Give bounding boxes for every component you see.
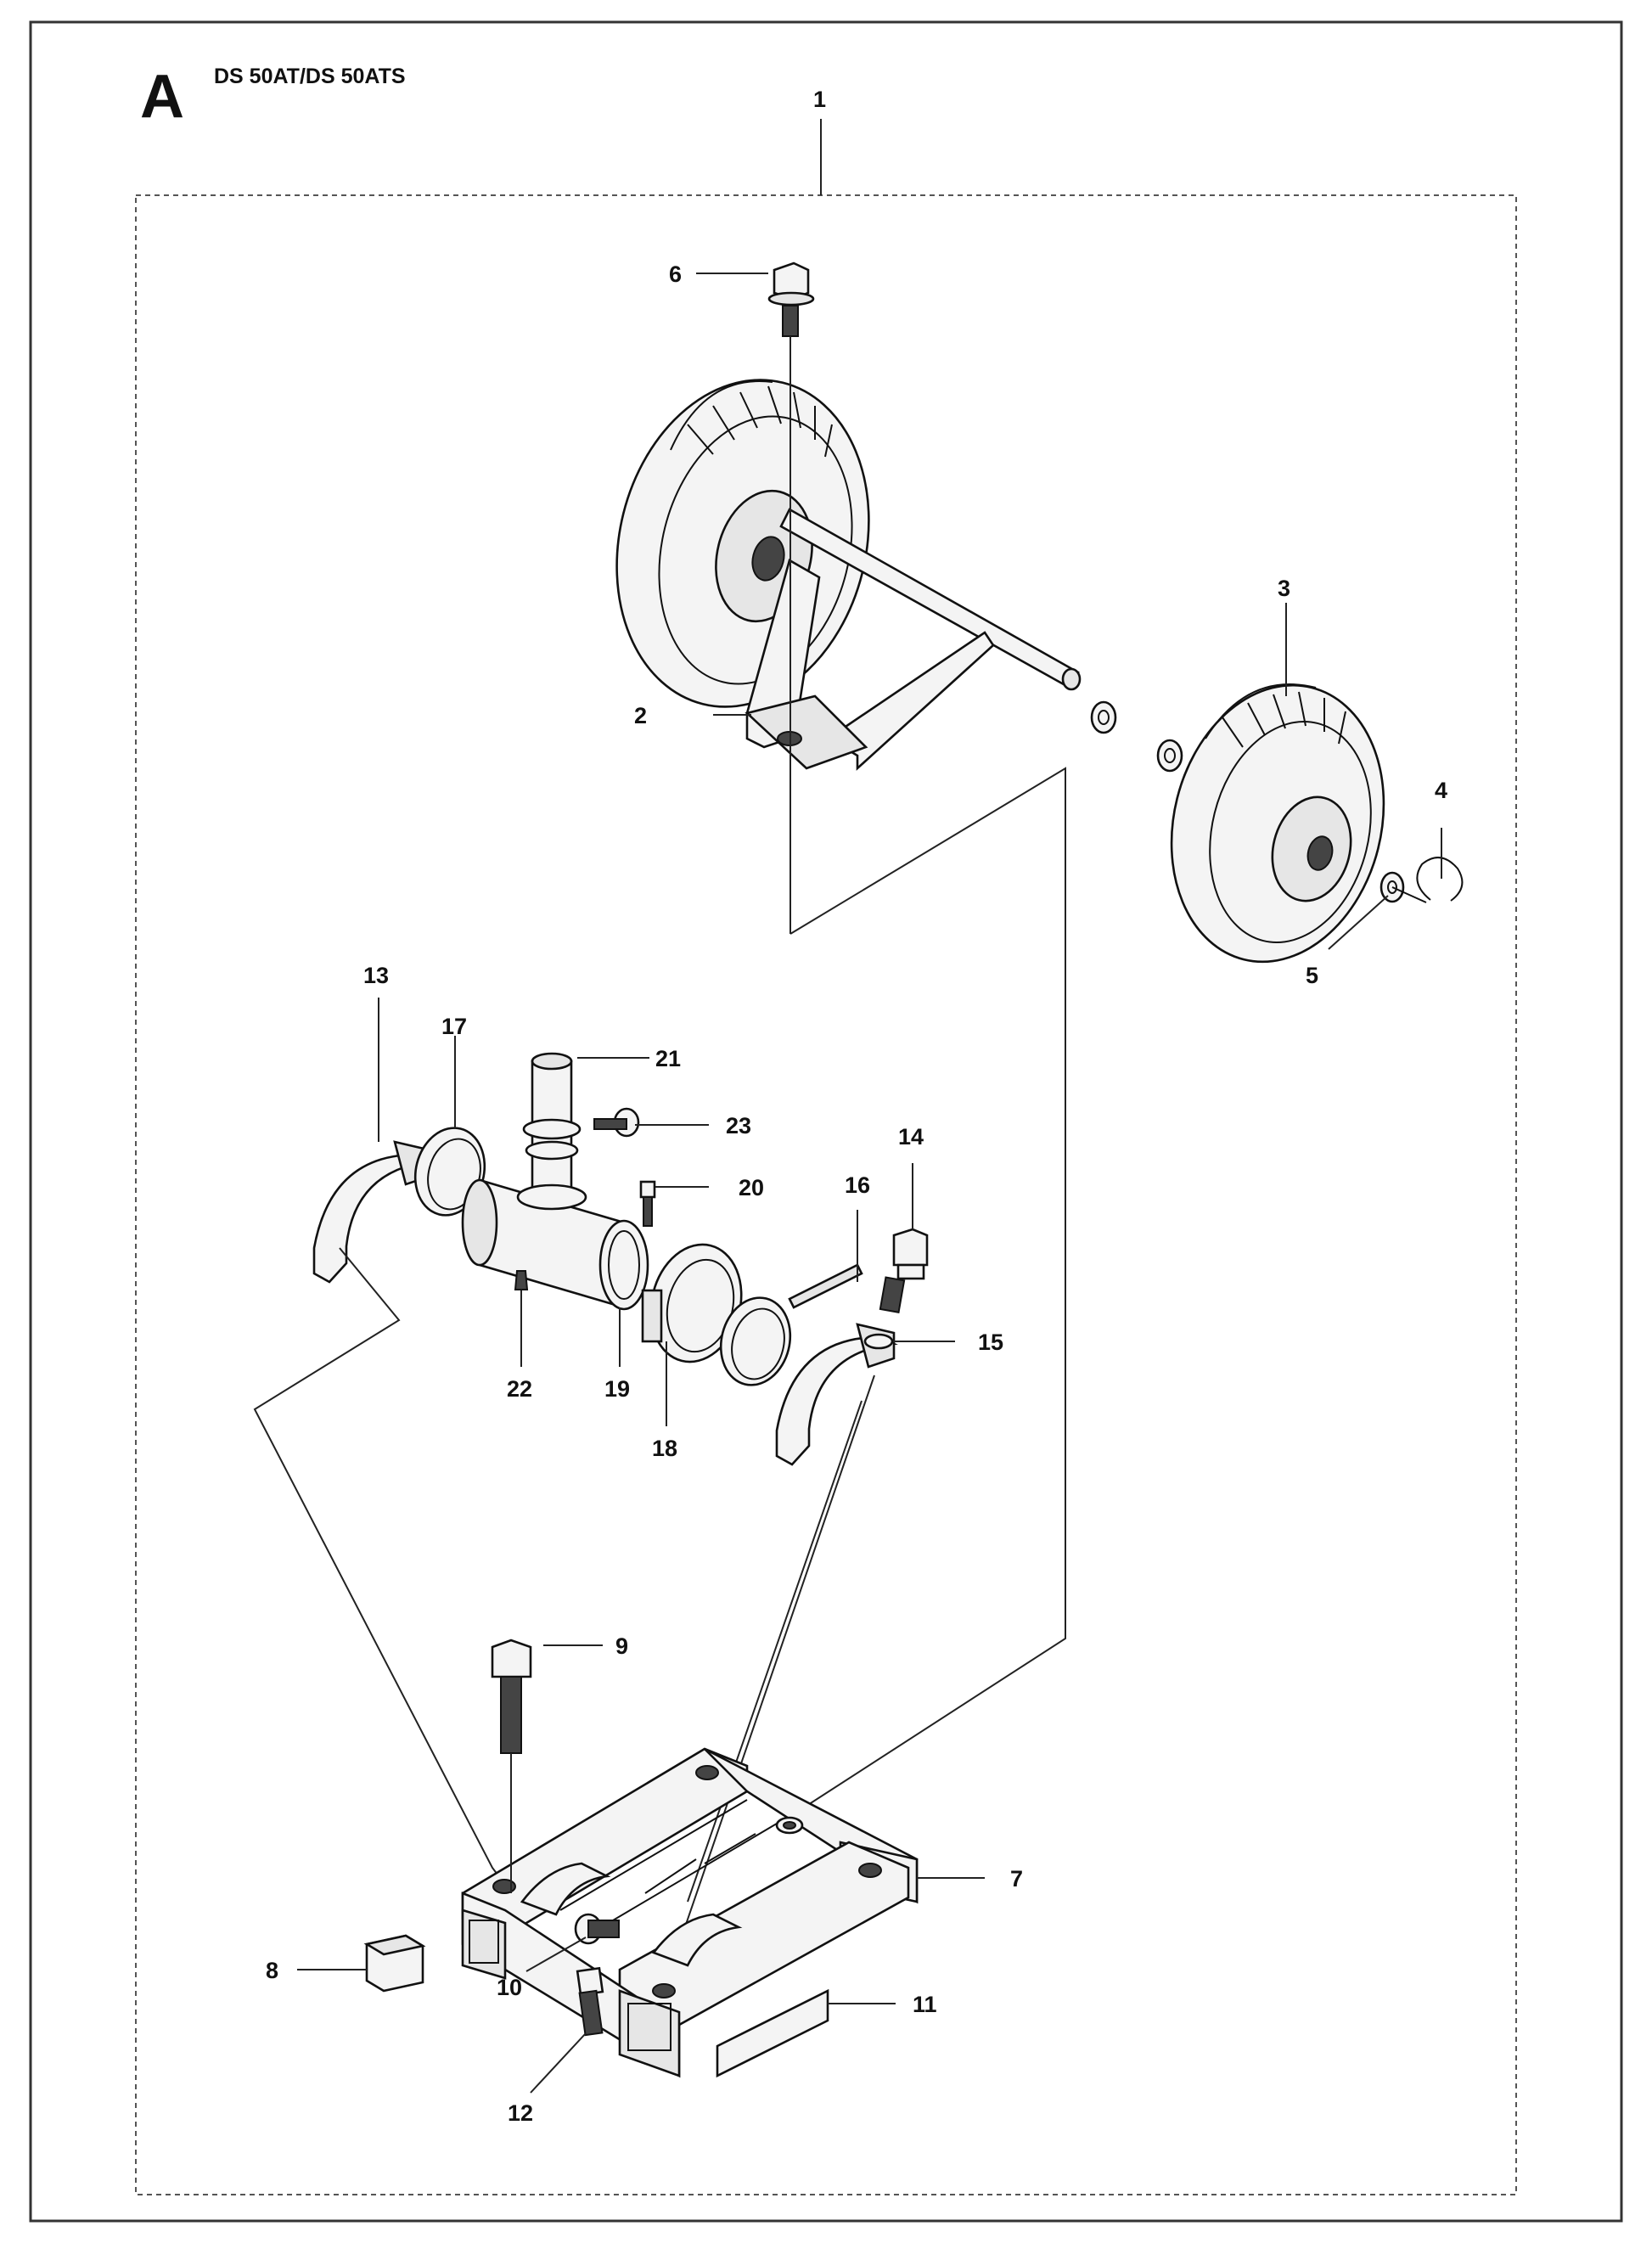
callout-22: 22 [507, 1376, 532, 1402]
bolt-12 [576, 1966, 604, 2037]
bolt-9 [491, 1639, 532, 1893]
callout-labels: 1 2 3 4 5 6 7 8 9 10 11 12 13 14 15 16 1… [266, 87, 1447, 2126]
axle-washer-2 [1156, 739, 1183, 773]
wheel-axle-assembly [615, 261, 1464, 964]
page-frame [29, 20, 1623, 2223]
pin-21 [516, 1052, 587, 1211]
guide-line-left [253, 1247, 519, 1903]
right-wheel [1170, 683, 1385, 964]
screw-20 [639, 1180, 656, 1227]
callout-13: 13 [363, 963, 389, 988]
callout-4: 4 [1435, 778, 1447, 803]
section-letter: A [140, 63, 184, 131]
callout-11: 11 [913, 1992, 937, 2017]
callout-8: 8 [266, 1958, 278, 1983]
guide-line-right-2 [678, 1374, 875, 1945]
guide-line-axle [789, 767, 1066, 1818]
callout-10: 10 [497, 1975, 522, 2000]
callout-9: 9 [615, 1633, 628, 1659]
left-wheel [615, 379, 870, 708]
callout-6: 6 [669, 261, 682, 287]
ring-second [719, 1296, 792, 1386]
callout-3: 3 [1278, 576, 1290, 601]
callout-15: 15 [978, 1329, 1003, 1355]
label-strip-16 [788, 1263, 863, 1309]
callout-23: 23 [726, 1113, 751, 1138]
callout-5: 5 [1306, 963, 1318, 988]
callout-17: 17 [441, 1014, 467, 1039]
callout-16: 16 [845, 1172, 870, 1198]
bolt-6 [767, 261, 815, 934]
callout-20: 20 [739, 1175, 764, 1200]
callout-12: 12 [508, 2100, 533, 2126]
callout-18: 18 [652, 1436, 677, 1461]
axle-washer [1090, 700, 1117, 734]
lock-pin [1391, 857, 1464, 903]
bolt-14 [879, 1228, 929, 1313]
callout-14: 14 [898, 1124, 924, 1150]
decal-11 [716, 1988, 829, 2078]
screw-10 [574, 1913, 620, 1945]
callout-7: 7 [1010, 1866, 1023, 1892]
model-title: DS 50AT/DS 50ATS [214, 65, 406, 88]
leader-lines [297, 119, 1442, 2094]
callout-2: 2 [634, 703, 647, 728]
base-frame-7 [461, 1747, 919, 2078]
pivot-assembly [312, 1052, 929, 1466]
end-cap-8 [363, 1934, 426, 1993]
callout-1: 1 [813, 87, 826, 112]
screw-23 [593, 1107, 640, 1138]
washer-15 [863, 1333, 894, 1350]
grease-nipple-22 [514, 1270, 529, 1290]
callout-19: 19 [604, 1376, 630, 1402]
callout-21: 21 [655, 1046, 681, 1071]
